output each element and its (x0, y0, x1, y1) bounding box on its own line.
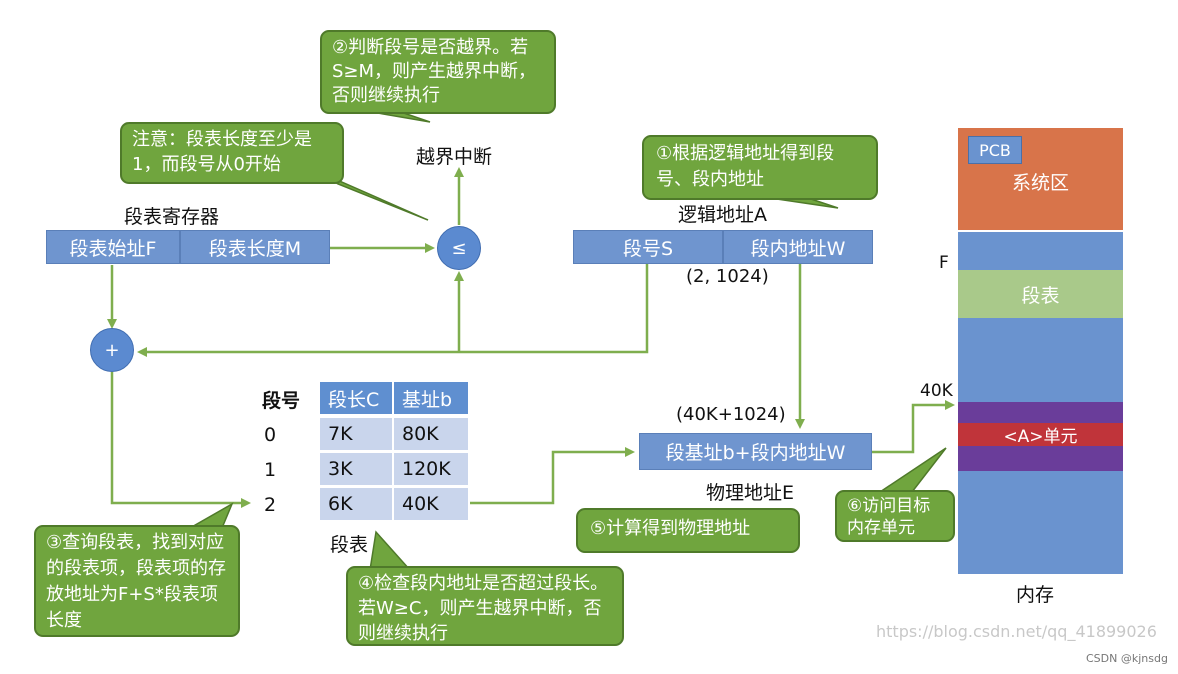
system-area-label: 系统区 (1011, 171, 1069, 194)
callout-lookup-table: ③查询段表，找到对应的段表项，段表项的存放地址为F+S*段表项长度 (34, 525, 240, 637)
callout-check-offset: ④检查段内地址是否超过段长。若W≥C，则产生越界中断，否则继续执行 (346, 566, 624, 646)
logical-value: (2, 1024) (686, 266, 769, 287)
watermark-site: https://blog.csdn.net/qq_41899026 (876, 622, 1157, 641)
physical-formula-box: 段基址b+段内地址W (639, 433, 872, 470)
segment-table-caption: 段表 (330, 534, 369, 556)
compare-operator: ≤ (437, 226, 481, 270)
callout-note: 注意：段表长度至少是1，而段号从0开始 (120, 122, 344, 184)
table-header-no: 段号 (262, 390, 301, 412)
table-row-1-no: 1 (264, 459, 277, 481)
table-header-length: 段长C (320, 382, 392, 414)
logical-address-title: 逻辑地址A (678, 204, 767, 226)
table-row-2-no: 2 (264, 494, 277, 516)
register-start-field: 段表始址F (46, 230, 180, 264)
table-row-0-no: 0 (264, 424, 277, 446)
table-row-0-base: 80K (394, 418, 468, 450)
memory-f-marker: F (939, 253, 949, 273)
memory-segment-table: 段表 (958, 270, 1123, 318)
logical-offset-field: 段内地址W (723, 230, 873, 264)
memory-pcb: PCB (968, 136, 1022, 164)
memory-40k-marker: 40K (920, 381, 953, 401)
physical-address-title: 物理地址E (706, 482, 795, 504)
table-row-1-length: 3K (320, 453, 392, 485)
add-operator: + (90, 328, 134, 372)
segment-register-title: 段表寄存器 (124, 206, 220, 228)
physical-value: (40K+1024) (676, 404, 786, 425)
memory-caption: 内存 (1016, 584, 1055, 606)
table-row-2-base: 40K (394, 488, 468, 520)
callout-split-address: ①根据逻辑地址得到段号、段内地址 (642, 135, 878, 200)
table-header-base: 基址b (394, 382, 468, 414)
register-length-field: 段表长度M (180, 230, 330, 264)
table-row-0-length: 7K (320, 418, 392, 450)
watermark-user: CSDN @kjnsdg (1086, 652, 1168, 665)
callout-bounds-check: ②判断段号是否越界。若S≥M，则产生越界中断，否则继续执行 (320, 30, 556, 114)
table-row-2-length: 6K (320, 488, 392, 520)
logical-seg-field: 段号S (573, 230, 723, 264)
interrupt-label: 越界中断 (416, 146, 493, 168)
callout-access-memory: ⑥访问目标内存单元 (835, 490, 955, 542)
table-row-1-base: 120K (394, 453, 468, 485)
memory-target-unit: <A>单元 (958, 423, 1123, 447)
callout-compute-physical: ⑤计算得到物理地址 (576, 508, 800, 553)
